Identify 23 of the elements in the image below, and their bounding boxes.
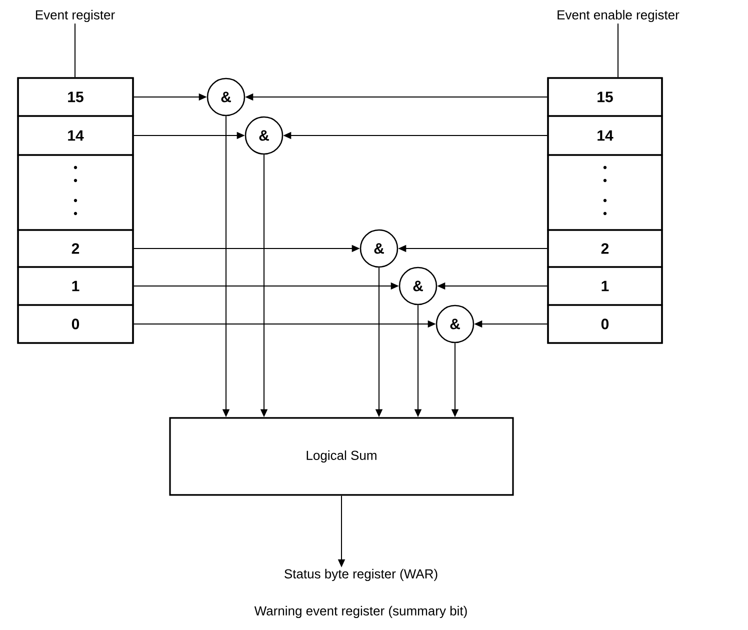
register-cell: 2	[17, 229, 134, 268]
and-gate: &	[436, 304, 474, 344]
and-gate: &	[206, 78, 246, 116]
and-gate: &	[398, 266, 438, 306]
register-cell: 15	[17, 77, 134, 117]
register-cell: 15	[547, 77, 663, 117]
register-cell: 14	[17, 115, 134, 156]
register-cell	[17, 154, 134, 231]
register-cell: 14	[547, 115, 663, 156]
register-label: Event enable register	[558, 10, 680, 22]
register-cell: 1	[17, 266, 134, 306]
and-gate: &	[360, 229, 398, 268]
register-cell: 2	[547, 229, 663, 268]
process-box: Logical Sum	[169, 417, 514, 496]
output-label: Status byte register (WAR)	[284, 568, 438, 582]
register-cell: 1	[547, 266, 663, 306]
note-text: Warning event register (summary bit)	[254, 606, 467, 618]
and-gate: &	[244, 116, 284, 155]
register-label: Event register	[36, 10, 115, 22]
register-cell: 0	[547, 304, 663, 344]
leader-line	[74, 23, 76, 78]
register-cell	[547, 154, 663, 231]
register-cell: 0	[17, 304, 134, 344]
